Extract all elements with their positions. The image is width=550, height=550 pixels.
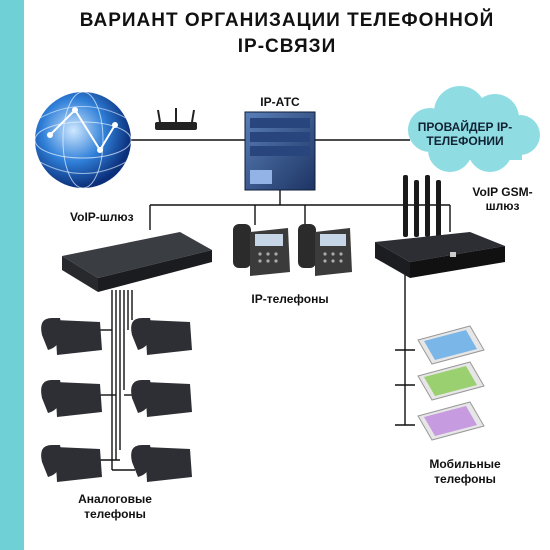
ip-phone-icon-2 <box>298 224 352 276</box>
analog-phone-icon-6 <box>131 445 192 482</box>
ip-phones-label: IP-телефоны <box>251 292 329 306</box>
provider-label: ПРОВАЙДЕР IP-ТЕЛЕФОНИИ <box>417 120 513 148</box>
analog-phone-icon-4 <box>131 380 192 417</box>
voip-gateway-label: VoIP-шлюз <box>70 210 134 224</box>
connection-wires <box>100 139 451 471</box>
provider-cloud-icon <box>408 86 540 172</box>
voip-gateway-icon <box>62 232 212 292</box>
page-title-line2: IP-СВЯЗИ <box>237 36 337 57</box>
analog-phone-icon-2 <box>131 318 192 355</box>
mobile-phones-label-line1: Мобильные <box>429 457 501 471</box>
analog-phones-label-line2: телефоны <box>84 507 146 521</box>
gsm-gateway-label-line2: шлюз <box>485 199 520 213</box>
mobile-phone-icon-2 <box>417 361 485 401</box>
analog-phone-icon-5 <box>41 445 102 482</box>
gsm-gateway-icon <box>375 175 505 278</box>
mobile-phones-label-line2: телефоны <box>434 472 496 486</box>
analog-phone-icon-3 <box>41 380 102 417</box>
left-accent-stripe <box>0 0 24 550</box>
mobile-phone-icon-1 <box>417 325 485 365</box>
internet-globe-icon <box>34 91 132 189</box>
page-title-line1: ВАРИАНТ ОРГАНИЗАЦИИ ТЕЛЕФОННОЙ <box>79 10 495 31</box>
mobile-phone-icon-3 <box>417 401 485 441</box>
ip-pbx-icon <box>244 111 316 191</box>
analog-phone-icon-1 <box>41 318 102 355</box>
ip-pbx-label: IP-АТС <box>260 95 300 109</box>
gsm-gateway-label-line1: VoIP GSM- <box>472 185 533 199</box>
router-icon <box>155 108 197 130</box>
ip-phone-icon-1 <box>233 224 290 276</box>
analog-phones-label-line1: Аналоговые <box>78 492 152 506</box>
